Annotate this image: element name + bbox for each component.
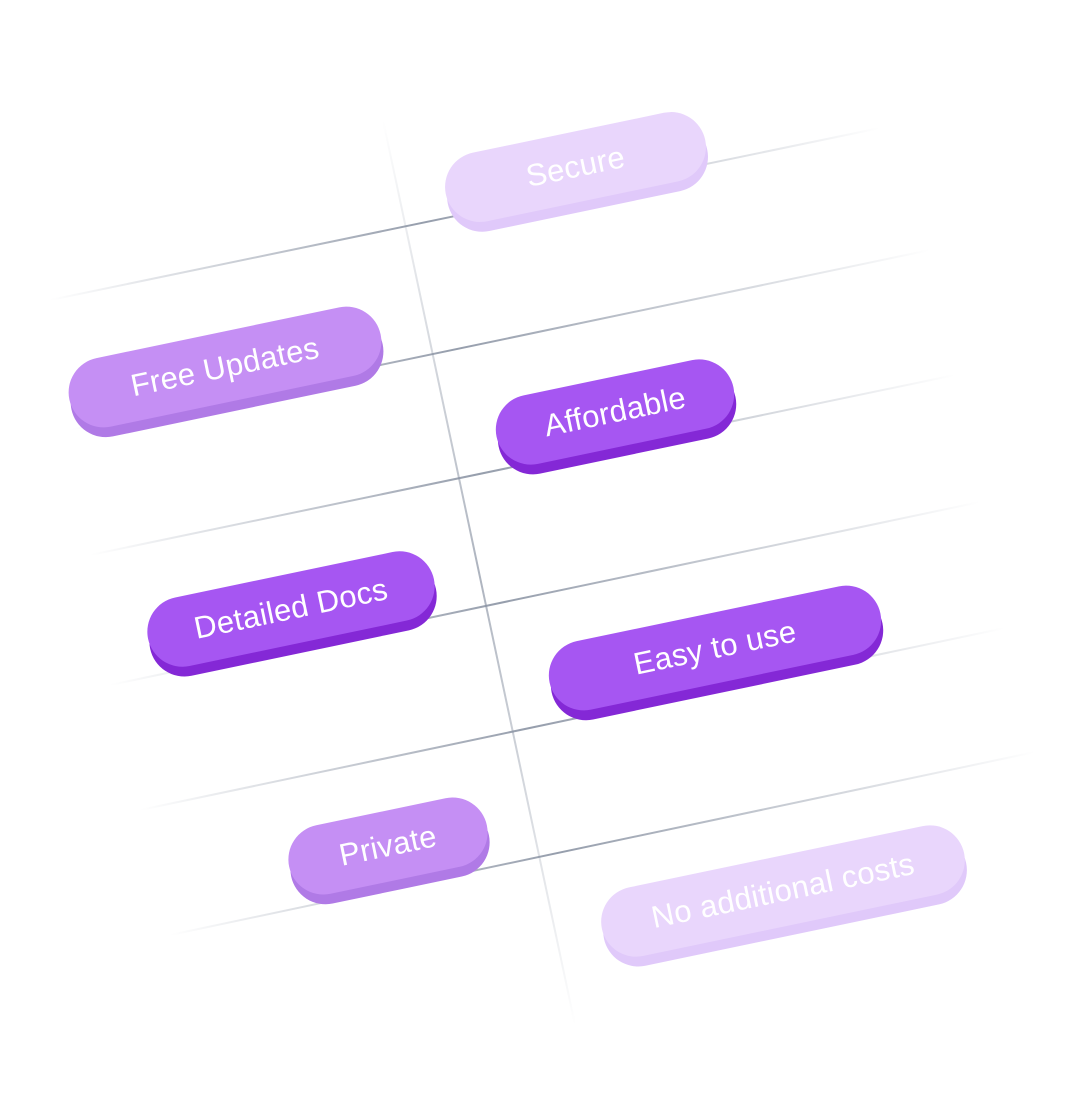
grid-line-vertical (382, 119, 576, 1026)
grid-line-6 (169, 751, 1036, 936)
